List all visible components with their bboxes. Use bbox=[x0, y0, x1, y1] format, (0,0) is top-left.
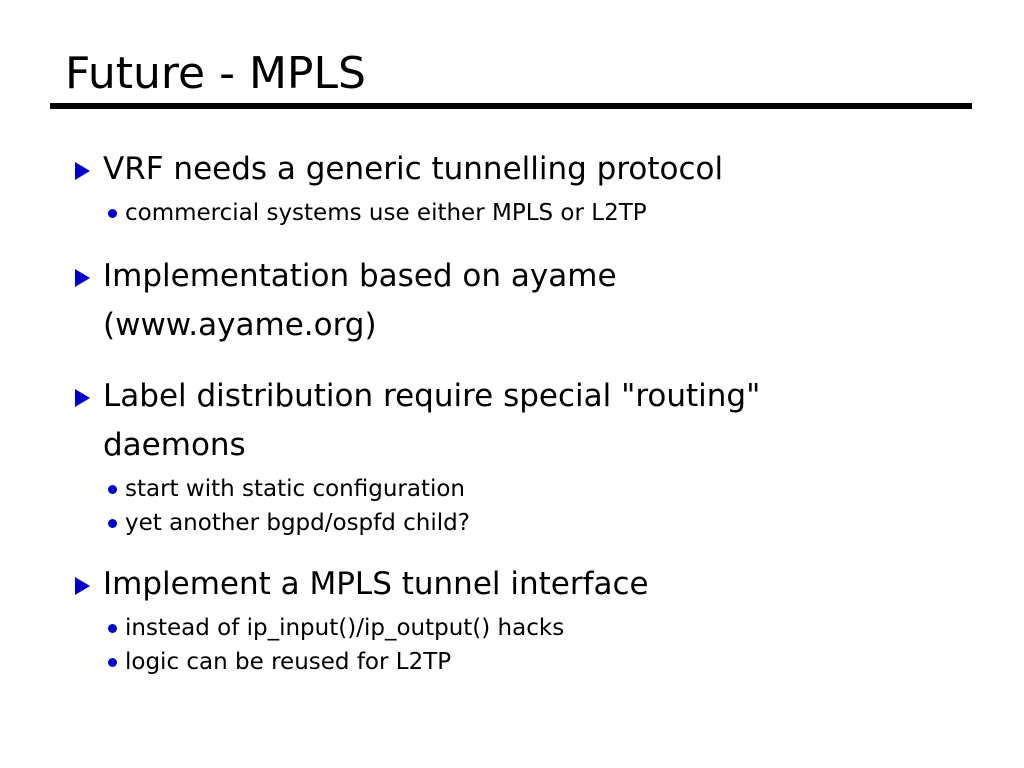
triangle-right-icon bbox=[75, 269, 90, 287]
bullet-level1-label: Implement a MPLS tunnel interface bbox=[103, 566, 649, 602]
bullet-level2-label: start with static configuration bbox=[125, 476, 466, 502]
bullet-level1-label: Label distribution require special "rout… bbox=[103, 378, 761, 463]
bullet-sublist: instead of ip_input()/ip_output() hacks … bbox=[60, 611, 990, 679]
dot-icon bbox=[108, 485, 117, 494]
bullet-level2: yet another bgpd/ospfd child? bbox=[60, 506, 990, 540]
bullet-sublist: start with static configuration yet anot… bbox=[60, 472, 990, 540]
bullet-level2: commercial systems use either MPLS or L2… bbox=[60, 196, 990, 230]
page-title: Future - MPLS bbox=[65, 48, 366, 99]
bullet-level2-label: yet another bgpd/ospfd child? bbox=[125, 510, 470, 536]
bullet-level2: logic can be reused for L2TP bbox=[60, 645, 990, 679]
bullet-level1: VRF needs a generic tunnelling protocol bbox=[60, 145, 990, 194]
bullet-level2-label: instead of ip_input()/ip_output() hacks bbox=[125, 615, 565, 641]
triangle-right-icon bbox=[75, 577, 90, 595]
dot-icon bbox=[108, 209, 117, 218]
bullet-group: Implementation based on ayame (www.ayame… bbox=[60, 252, 990, 350]
dot-icon bbox=[108, 519, 117, 528]
bullet-level2: start with static configuration bbox=[60, 472, 990, 506]
bullet-level2: instead of ip_input()/ip_output() hacks bbox=[60, 611, 990, 645]
title-underline-rule bbox=[50, 103, 972, 109]
bullet-level1-label: VRF needs a generic tunnelling protocol bbox=[103, 151, 724, 187]
bullet-level2-label: logic can be reused for L2TP bbox=[125, 649, 452, 675]
slide-title-block: Future - MPLS bbox=[50, 46, 972, 109]
triangle-right-icon bbox=[75, 389, 90, 407]
slide-body: VRF needs a generic tunnelling protocol … bbox=[60, 145, 990, 701]
bullet-level1: Label distribution require special "rout… bbox=[60, 372, 990, 470]
bullet-group: VRF needs a generic tunnelling protocol … bbox=[60, 145, 990, 230]
dot-icon bbox=[108, 658, 117, 667]
bullet-level1: Implementation based on ayame (www.ayame… bbox=[60, 252, 990, 350]
bullet-group: Implement a MPLS tunnel interface instea… bbox=[60, 560, 990, 679]
bullet-level2-label: commercial systems use either MPLS or L2… bbox=[125, 200, 647, 226]
bullet-sublist: commercial systems use either MPLS or L2… bbox=[60, 196, 990, 230]
bullet-level1: Implement a MPLS tunnel interface bbox=[60, 560, 990, 609]
dot-icon bbox=[108, 624, 117, 633]
bullet-group: Label distribution require special "rout… bbox=[60, 372, 990, 540]
bullet-level1-label: Implementation based on ayame (www.ayame… bbox=[103, 258, 617, 343]
triangle-right-icon bbox=[75, 162, 90, 180]
